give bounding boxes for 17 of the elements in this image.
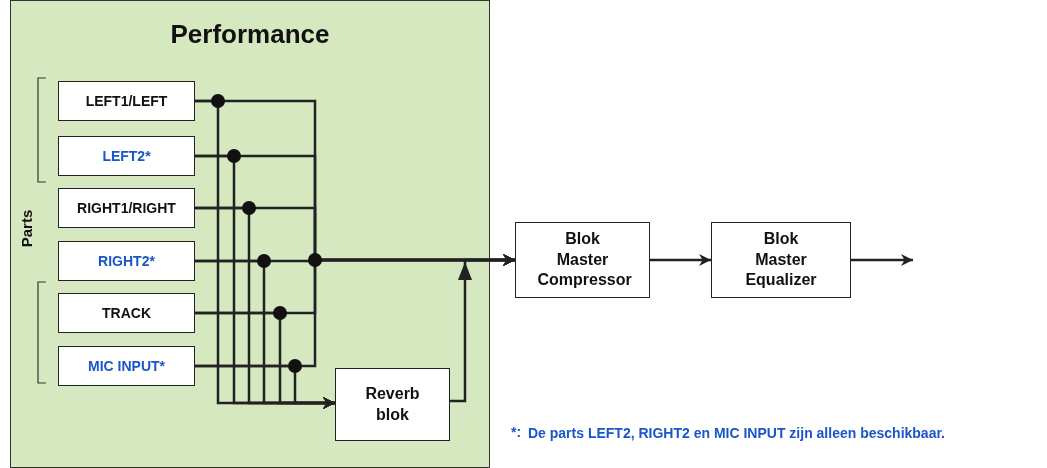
- part-box: LEFT1/LEFT: [58, 81, 195, 121]
- footnote-text: De parts LEFT2, RIGHT2 en MIC INPUT zijn alleen beschikbaar.: [528, 424, 946, 443]
- panel-title: Performance: [169, 19, 331, 50]
- process-box: Blok Master Compressor: [515, 222, 650, 298]
- connector-arrow: [450, 254, 515, 403]
- connector-arrow: [195, 364, 335, 409]
- part-box: TRACK: [58, 293, 195, 333]
- part-box: MIC INPUT*: [58, 346, 195, 386]
- footnote-mark: *:: [511, 424, 522, 440]
- part-box: RIGHT1/RIGHT: [58, 188, 195, 228]
- part-box: RIGHT2*: [58, 241, 195, 281]
- connector-arrow: [851, 254, 913, 266]
- group-label: Parts: [18, 209, 36, 248]
- part-box: LEFT2*: [58, 136, 195, 176]
- process-box: Blok Master Equalizer: [711, 222, 851, 298]
- connector-arrow: [650, 254, 711, 266]
- process-box: Reverb blok: [335, 368, 450, 441]
